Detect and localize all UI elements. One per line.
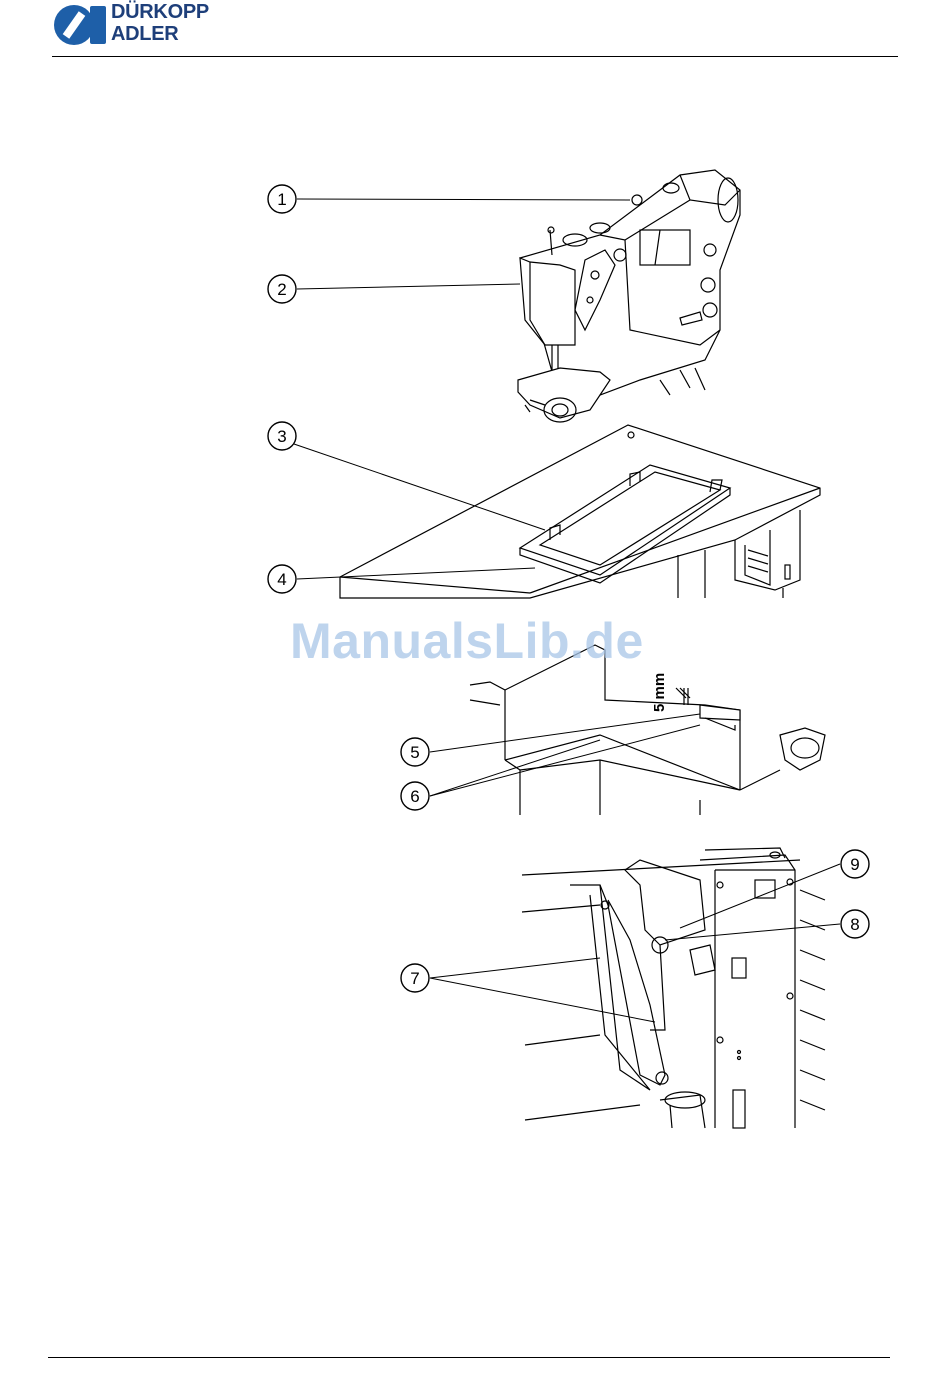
callout-label-9: 9 (850, 855, 859, 874)
dimension-label: 5 mm (651, 673, 668, 712)
callout-label-4: 4 (277, 570, 286, 589)
watermark: ManualsLib.de (290, 612, 644, 670)
sewing-machine-head (518, 170, 740, 422)
callout-label-5: 5 (410, 743, 419, 762)
footer-rule (48, 1357, 890, 1358)
callout-label-6: 6 (410, 787, 419, 806)
detail-bracket (470, 645, 825, 815)
callout-label-2: 2 (277, 280, 286, 299)
table-top (340, 425, 820, 598)
detail-pedal-box (522, 848, 825, 1128)
callout-label-1: 1 (277, 190, 286, 209)
callout-label-3: 3 (277, 427, 286, 446)
callout-label-8: 8 (850, 915, 859, 934)
callout-label-7: 7 (410, 969, 419, 988)
